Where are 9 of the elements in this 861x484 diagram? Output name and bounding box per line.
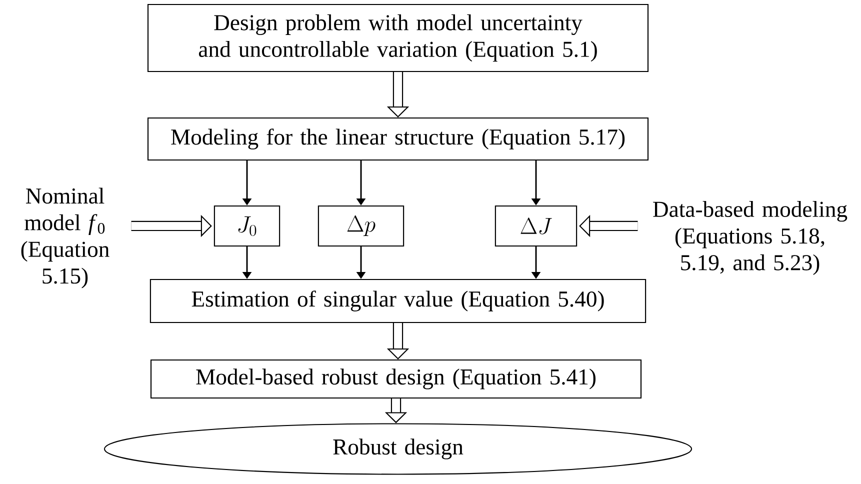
process-box: Modeling for the linear structure (Equation 5.17) (147, 117, 649, 161)
note-text: Data-based modeling (Equations 5.18, 5.19, and 5.23) (653, 201, 848, 275)
note-text: Nominal model f$_{0}$ (Equation 5.15) (21, 188, 110, 288)
process-box: $\Delta J$ (494, 205, 578, 247)
process-box: Model-based robust design (Equation 5.41) (150, 359, 642, 399)
process-box: $\Delta p$ (318, 205, 404, 247)
process-box: Design problem with model uncertainty and uncontrollable variation (Equation 5.1) (147, 4, 649, 72)
process-box: $J_0$ (214, 205, 280, 247)
process-box: Estimation of singular value (Equation 5.40) (150, 278, 646, 324)
